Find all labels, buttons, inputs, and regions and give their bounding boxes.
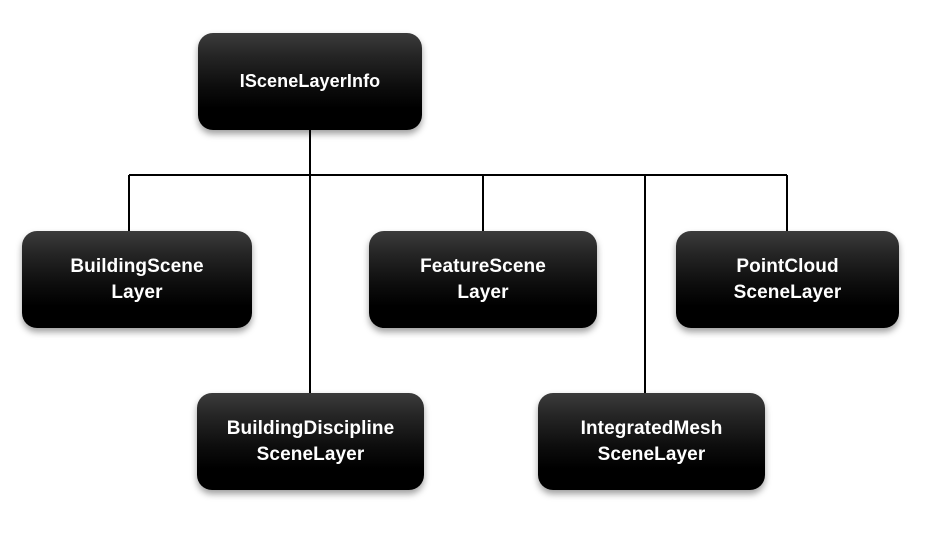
- node-buildingdisciplinescenelayer[interactable]: BuildingDiscipline SceneLayer: [197, 393, 424, 490]
- node-featurescenelayer[interactable]: FeatureScene Layer: [369, 231, 597, 328]
- node-label: BuildingScene Layer: [70, 256, 204, 303]
- node-integratedmeshscenelayer[interactable]: IntegratedMesh SceneLayer: [538, 393, 765, 490]
- node-pointcloudscenelayer[interactable]: PointCloud SceneLayer: [676, 231, 899, 328]
- node-label: ISceneLayerInfo: [239, 70, 381, 91]
- node-label: PointCloud SceneLayer: [733, 256, 842, 303]
- node-label: IntegratedMesh SceneLayer: [580, 418, 723, 465]
- node-iscenelayerinfo[interactable]: ISceneLayerInfo: [198, 33, 422, 130]
- node-buildingscenelayer[interactable]: BuildingScene Layer: [22, 231, 252, 328]
- node-label: FeatureScene Layer: [420, 256, 546, 303]
- node-label: BuildingDiscipline SceneLayer: [226, 418, 395, 465]
